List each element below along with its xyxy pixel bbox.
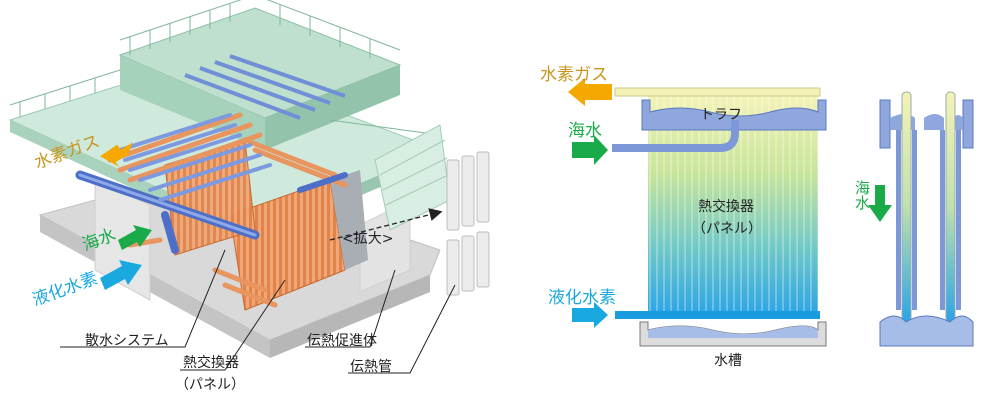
hydrogen-gas-arrow-left xyxy=(100,142,133,167)
liquid-h2-arrow-middle xyxy=(572,302,608,328)
enlarged-tube-detail xyxy=(446,151,490,296)
water-tank-surface xyxy=(648,326,818,338)
label-spray-system: 散水システム xyxy=(85,333,169,349)
seawater-arrow-middle xyxy=(572,135,608,165)
right-water-tank xyxy=(879,315,974,347)
tube-2 xyxy=(945,91,956,323)
water-film-4 xyxy=(956,130,961,310)
label-heat-exchanger-middle-1: 熱交換器 xyxy=(698,199,754,215)
inner-trough-2 xyxy=(924,114,944,130)
orange-pipes xyxy=(107,112,348,308)
vaporizer-facility-illustration xyxy=(8,0,490,374)
seawater-arrow-left xyxy=(118,225,152,250)
liquid-h2-arrow-left xyxy=(100,260,142,290)
enlarge-dashed-arrow xyxy=(329,208,443,241)
water-film-3 xyxy=(940,130,945,310)
label-heat-exchanger-left-1: 熱交換器 xyxy=(183,355,239,371)
seawater-inlet-pipe xyxy=(612,120,739,152)
hydrogen-gas-arrow-middle xyxy=(568,78,612,106)
heat-exchanger-panels-side xyxy=(330,170,368,270)
left-trough-wall xyxy=(879,99,891,149)
label-seawater-right: 海水 xyxy=(853,180,871,210)
facility-base-side xyxy=(270,275,430,358)
blue-header-pipes xyxy=(75,113,348,254)
label-hydrogen-gas-middle: 水素ガス xyxy=(540,65,608,85)
top-gas-header xyxy=(614,87,821,97)
leader-lines xyxy=(60,249,456,374)
label-heat-exchanger-middle-2: （パネル） xyxy=(692,221,762,237)
label-enlarge: <拡大> xyxy=(342,231,394,247)
top-pipe-grid xyxy=(184,54,346,120)
label-seawater-middle: 海水 xyxy=(568,121,602,141)
top-house-side xyxy=(265,65,400,150)
label-heat-transfer-promoter: 伝熱促進体 xyxy=(307,333,377,349)
right-trough-wall xyxy=(962,99,974,149)
bottom-liquid-header xyxy=(615,311,820,319)
water-film-1 xyxy=(896,130,901,310)
label-water-tank: 水槽 xyxy=(714,353,742,369)
tube-cross-section xyxy=(868,91,974,347)
trough-shape xyxy=(641,99,827,131)
water-film-2 xyxy=(912,130,917,310)
schematic-diagram xyxy=(568,78,827,347)
label-trough: トラフ xyxy=(700,107,742,123)
label-liquid-hydrogen-middle: 液化水素 xyxy=(548,288,616,308)
stairs-right xyxy=(374,124,451,231)
railings xyxy=(9,0,441,136)
tube-1 xyxy=(901,91,912,323)
label-heat-transfer-tube: 伝熱管 xyxy=(350,359,392,375)
seawater-arrow-right xyxy=(868,185,892,222)
label-heat-exchanger-left-2: （パネル） xyxy=(175,377,245,393)
